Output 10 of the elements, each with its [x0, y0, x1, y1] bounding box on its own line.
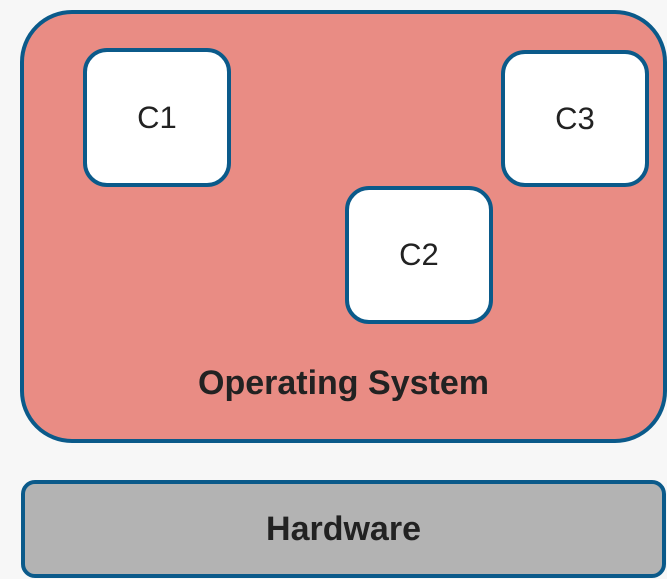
hardware-layer-box [21, 480, 666, 578]
container-box [345, 186, 493, 324]
container-label: C2 [399, 237, 439, 273]
container-box [83, 48, 231, 187]
container-box [501, 50, 649, 187]
layer-label: Operating System [198, 364, 489, 403]
layer-label: Hardware [266, 510, 421, 548]
container-label: C3 [555, 100, 595, 136]
container-label: C1 [137, 100, 177, 136]
os-layer-box [20, 10, 667, 443]
